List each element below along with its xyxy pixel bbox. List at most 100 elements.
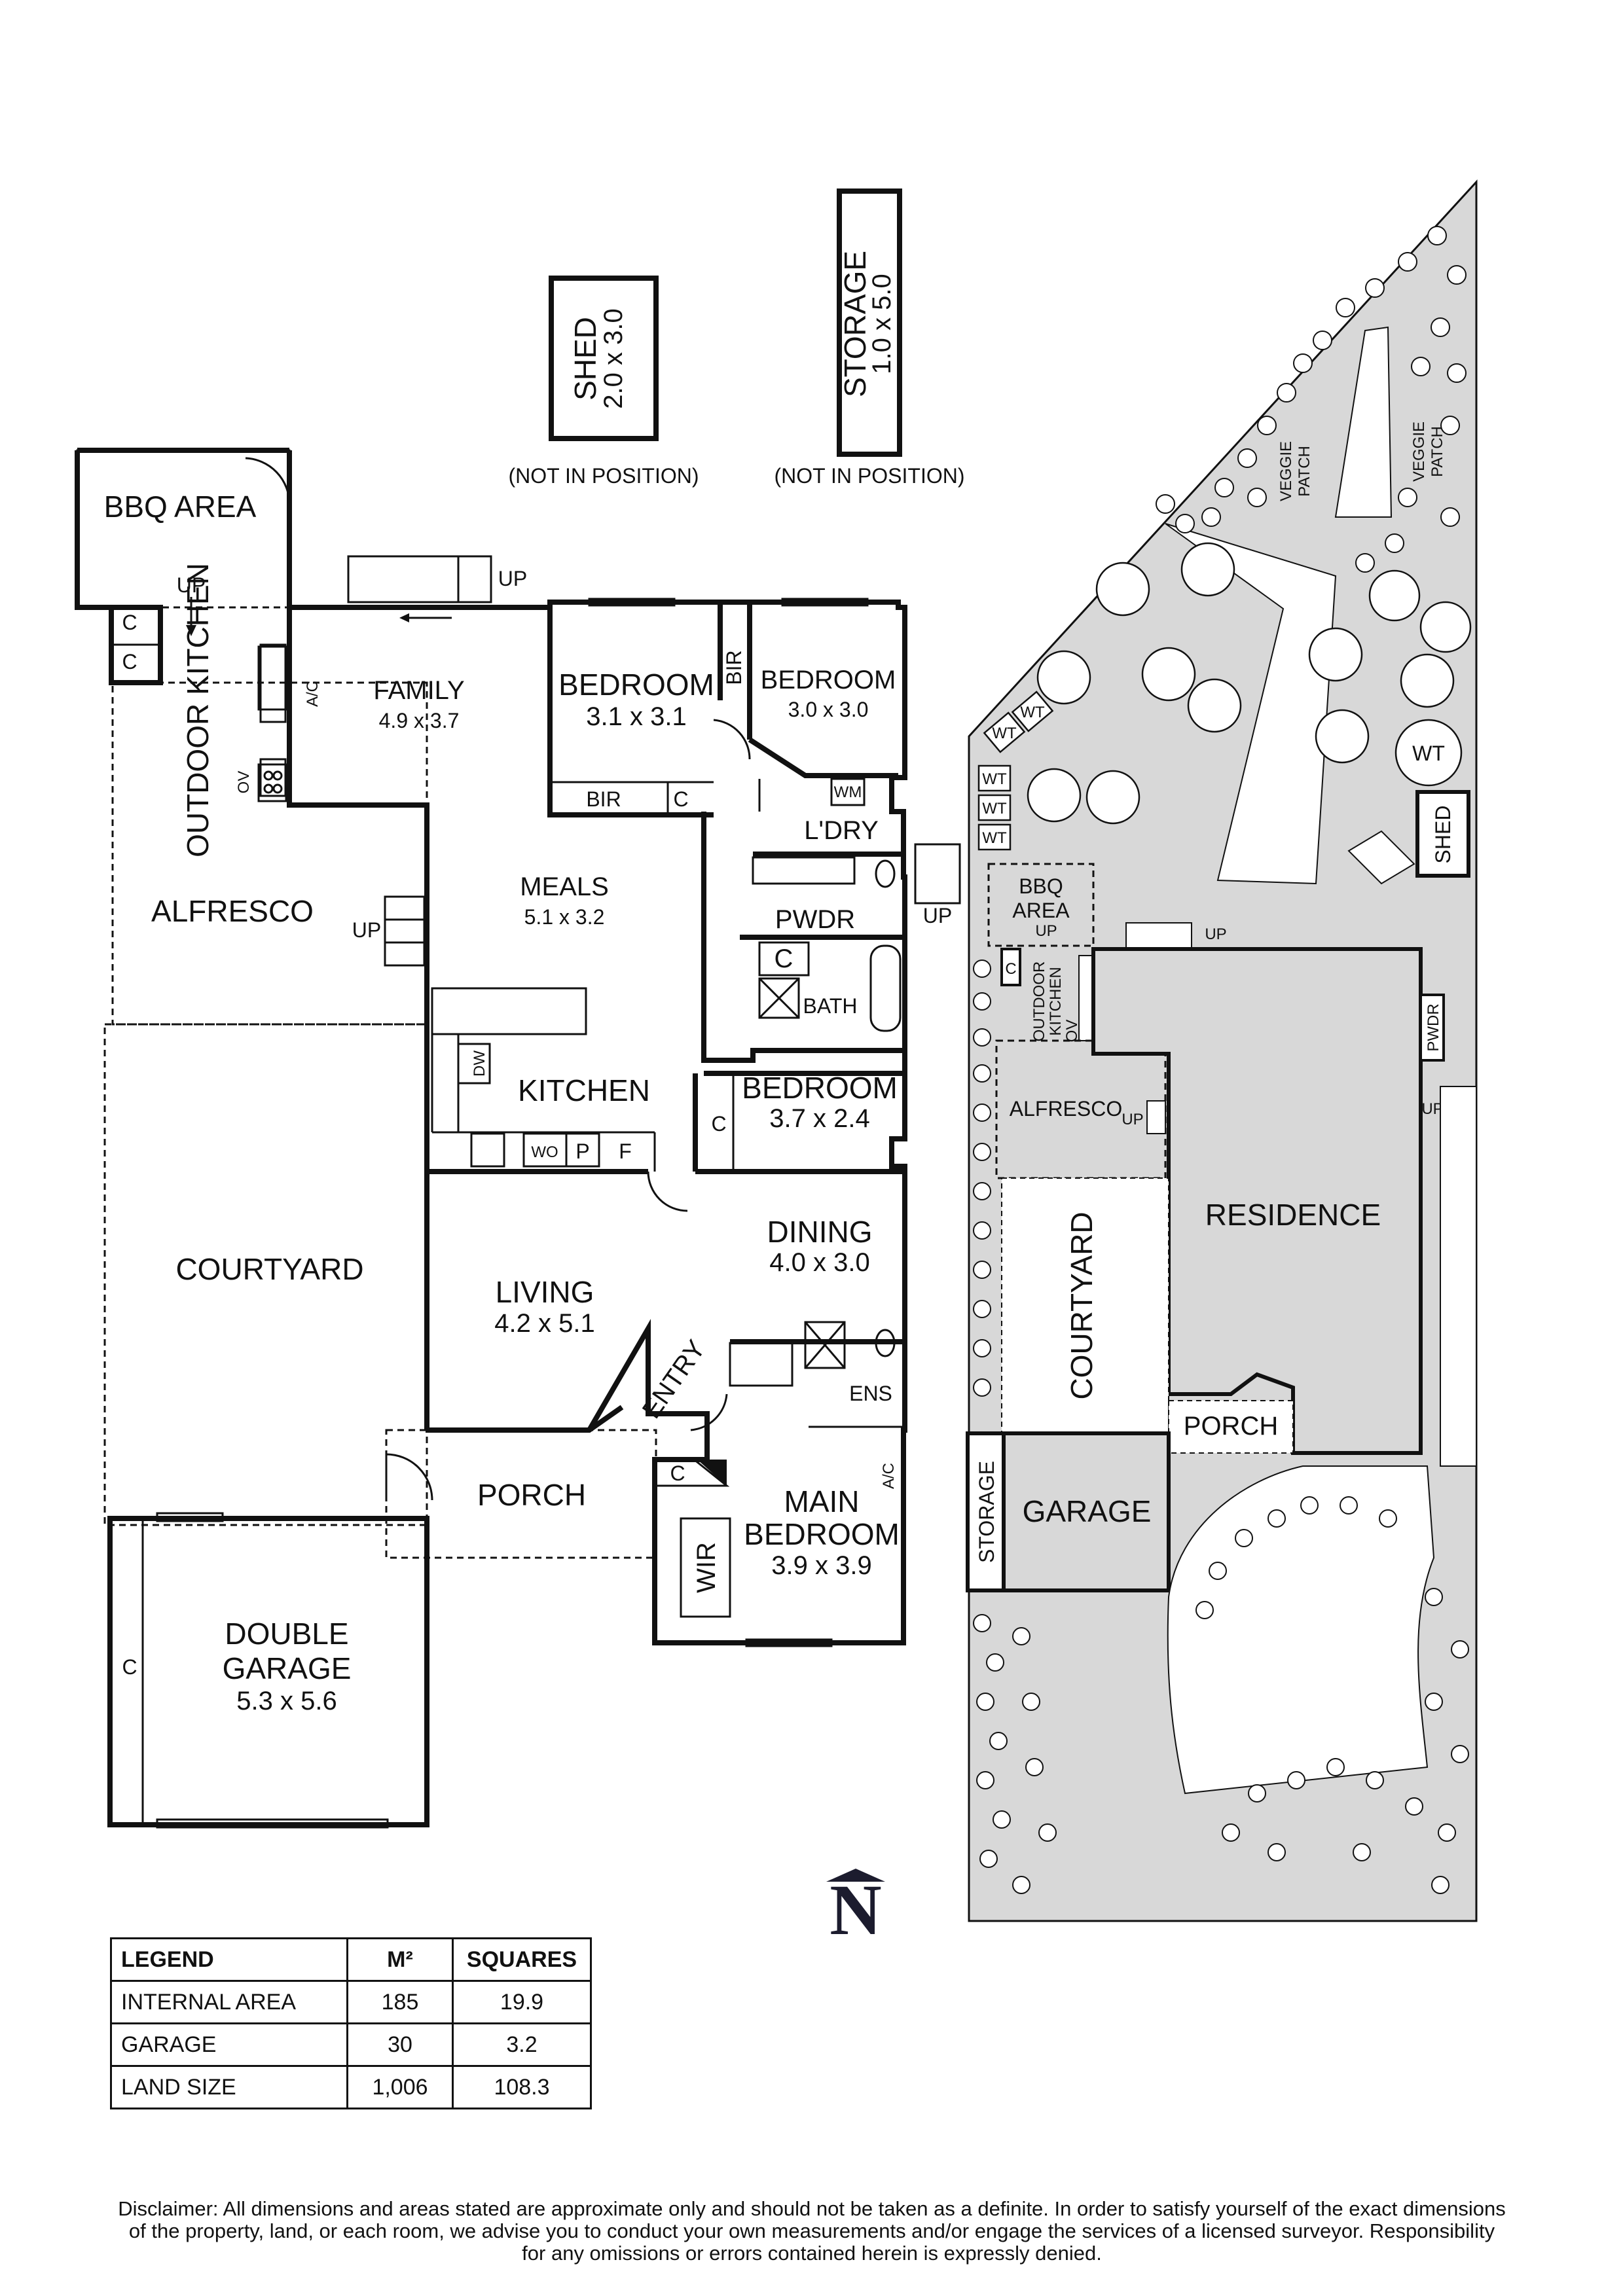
double-garage-dimensions: 5.3 x 5.6	[236, 1687, 337, 1715]
legend-table: LEGEND M² SQUARES INTERNAL AREA 185 19.9…	[110, 1937, 592, 2109]
veggie-patch-1-label-2: PATCH	[1296, 446, 1313, 497]
bedroom3-dimensions: 3.7 x 2.4	[769, 1104, 869, 1133]
site-outdoor-kitchen-label-2: KITCHEN	[1047, 967, 1065, 1035]
legend-cell-squares: 19.9	[452, 1980, 592, 2024]
site-storage-label: STORAGE	[975, 1461, 998, 1563]
laundry-label: L'DRY	[804, 816, 879, 845]
site-powder-label: PWDR	[1425, 1003, 1442, 1051]
storage-dimensions: 1.0 x 5.0	[867, 274, 896, 374]
porch-label: PORCH	[477, 1478, 586, 1512]
main-bedroom-ac-label: A/C	[880, 1463, 898, 1489]
bbq-area-label: BBQ AREA	[104, 490, 257, 524]
bedroom3-cupboard-label: C	[711, 1112, 726, 1136]
legend-header-legend: LEGEND	[110, 1937, 348, 1982]
family-ac-label: A/C	[304, 681, 321, 707]
laundry-wm-label: WM	[834, 783, 862, 801]
site-outdoor-kitchen-label-1: OUTDOOR	[1030, 961, 1048, 1042]
site-bbq-label-1: BBQ	[1019, 874, 1063, 898]
water-tank-label-1: WT	[1412, 742, 1445, 765]
main-bedroom-label-1: MAIN	[784, 1484, 860, 1518]
shed-not-in-position: (NOT IN POSITION)	[509, 464, 699, 488]
site-porch-label: PORCH	[1184, 1412, 1278, 1441]
north-label: N	[830, 1870, 882, 1950]
dining-dimensions: 4.0 x 3.0	[769, 1248, 869, 1277]
main-bedroom-label-2: BEDROOM	[744, 1517, 900, 1551]
kitchen-pantry-label: P	[575, 1139, 589, 1163]
water-tank-label-2: WT	[982, 770, 1007, 788]
powder-label: PWDR	[775, 905, 855, 934]
bedroom2-bir-label: BIR	[722, 650, 746, 685]
bedroom3-label: BEDROOM	[742, 1071, 898, 1105]
family-up-label: UP	[498, 567, 527, 590]
bedroom1-label: BEDROOM	[558, 668, 714, 702]
legend-cell-squares: 3.2	[452, 2022, 592, 2067]
site-residence-label: RESIDENCE	[1205, 1198, 1381, 1232]
house-floor-plan: BBQ AREA UP C C OUTDOOR KITCHEN OV ALFRE…	[75, 448, 961, 1829]
bbq-up-label: UP	[177, 573, 206, 597]
living-label: LIVING	[496, 1275, 594, 1309]
shed-label: SHED	[568, 317, 602, 401]
site-plan: VEGGIE PATCH VEGGIE PATCH WT WT WT WT WT…	[966, 179, 1478, 1922]
disclaimer-line-1: Disclaimer: All dimensions and areas sta…	[118, 2197, 1506, 2220]
outdoor-cupboard-2: C	[122, 650, 137, 673]
storage-not-in-position: (NOT IN POSITION)	[775, 464, 965, 488]
kitchen-label: KITCHEN	[518, 1073, 650, 1107]
alfresco-up-label: UP	[352, 918, 381, 942]
living-dimensions: 4.2 x 5.1	[494, 1309, 594, 1338]
kitchen-fridge-label: F	[619, 1139, 632, 1163]
water-tank-label-6: WT	[1020, 704, 1045, 721]
legend-cell-squares: 108.3	[452, 2065, 592, 2109]
legend-cell-m2: 185	[346, 1980, 454, 2024]
site-alfresco-label: ALFRESCO	[1010, 1097, 1122, 1121]
bedroom2-dimensions: 3.0 x 3.0	[788, 698, 869, 721]
bath-label: BATH	[803, 994, 858, 1018]
legend-cell-label: LAND SIZE	[110, 2065, 348, 2109]
site-shed-label: SHED	[1431, 806, 1455, 864]
kitchen-wo-label: WO	[531, 1143, 558, 1161]
site-courtyard-label: COURTYARD	[1065, 1211, 1099, 1399]
veggie-patch-2-label-2: PATCH	[1429, 426, 1446, 477]
laundry-up-label: UP	[923, 904, 952, 927]
disclaimer-line-2: of the property, land, or each room, we …	[128, 2219, 1495, 2242]
disclaimer: Disclaimer: All dimensions and areas sta…	[39, 2198, 1584, 2265]
double-garage-label-2: GARAGE	[223, 1651, 352, 1685]
family-label: FAMILY	[373, 676, 464, 705]
outdoor-kitchen-label: OUTDOOR KITCHEN	[181, 563, 215, 857]
site-cupboard-label: C	[1005, 960, 1016, 978]
bedroom1-dimensions: 3.1 x 3.1	[586, 702, 686, 731]
meals-dimensions: 5.1 x 3.2	[524, 905, 605, 929]
dining-label: DINING	[767, 1215, 873, 1249]
outdoor-oven-label: OV	[235, 771, 253, 794]
shed-outbuilding: SHED 2.0 x 3.0 (NOT IN POSITION)	[509, 276, 699, 488]
double-garage-label-1: DOUBLE	[225, 1617, 348, 1651]
ensuite-label: ENS	[849, 1382, 892, 1405]
bedroom1-cupboard-label: C	[673, 787, 688, 811]
legend-cell-label: INTERNAL AREA	[110, 1980, 348, 2024]
legend-header-m2: M²	[346, 1937, 454, 1982]
kitchen-dw-label: DW	[471, 1050, 488, 1077]
main-bedroom-cupboard-label: C	[670, 1462, 685, 1485]
site-garage-label: GARAGE	[1023, 1494, 1152, 1528]
water-tank-label-4: WT	[982, 829, 1007, 847]
family-dimensions: 4.9 x 3.7	[379, 709, 460, 732]
site-bbq-label-2: AREA	[1012, 899, 1070, 922]
meals-label: MEALS	[520, 872, 609, 901]
site-residence-up-label: UP	[1205, 925, 1226, 943]
shed-dimensions: 2.0 x 3.0	[599, 308, 628, 408]
courtyard-label: COURTYARD	[175, 1252, 363, 1286]
legend-header-row: LEGEND M² SQUARES	[110, 1937, 592, 1982]
alfresco-label: ALFRESCO	[151, 894, 314, 928]
storage-label: STORAGE	[838, 251, 872, 397]
legend-row: GARAGE 30 3.2	[110, 2022, 592, 2067]
legend-cell-m2: 30	[346, 2022, 454, 2067]
site-oven-label: OV	[1063, 1020, 1081, 1043]
main-bedroom-dimensions: 3.9 x 3.9	[771, 1551, 871, 1580]
legend-row: LAND SIZE 1,006 108.3	[110, 2065, 592, 2109]
legend-header-squares: SQUARES	[452, 1937, 592, 1982]
site-alfresco-up-label: UP	[1122, 1111, 1143, 1128]
wir-label: WIR	[692, 1542, 721, 1593]
bedroom2-label: BEDROOM	[761, 666, 896, 694]
legend-row: INTERNAL AREA 185 19.9	[110, 1980, 592, 2024]
legend-cell-m2: 1,006	[346, 2065, 454, 2109]
